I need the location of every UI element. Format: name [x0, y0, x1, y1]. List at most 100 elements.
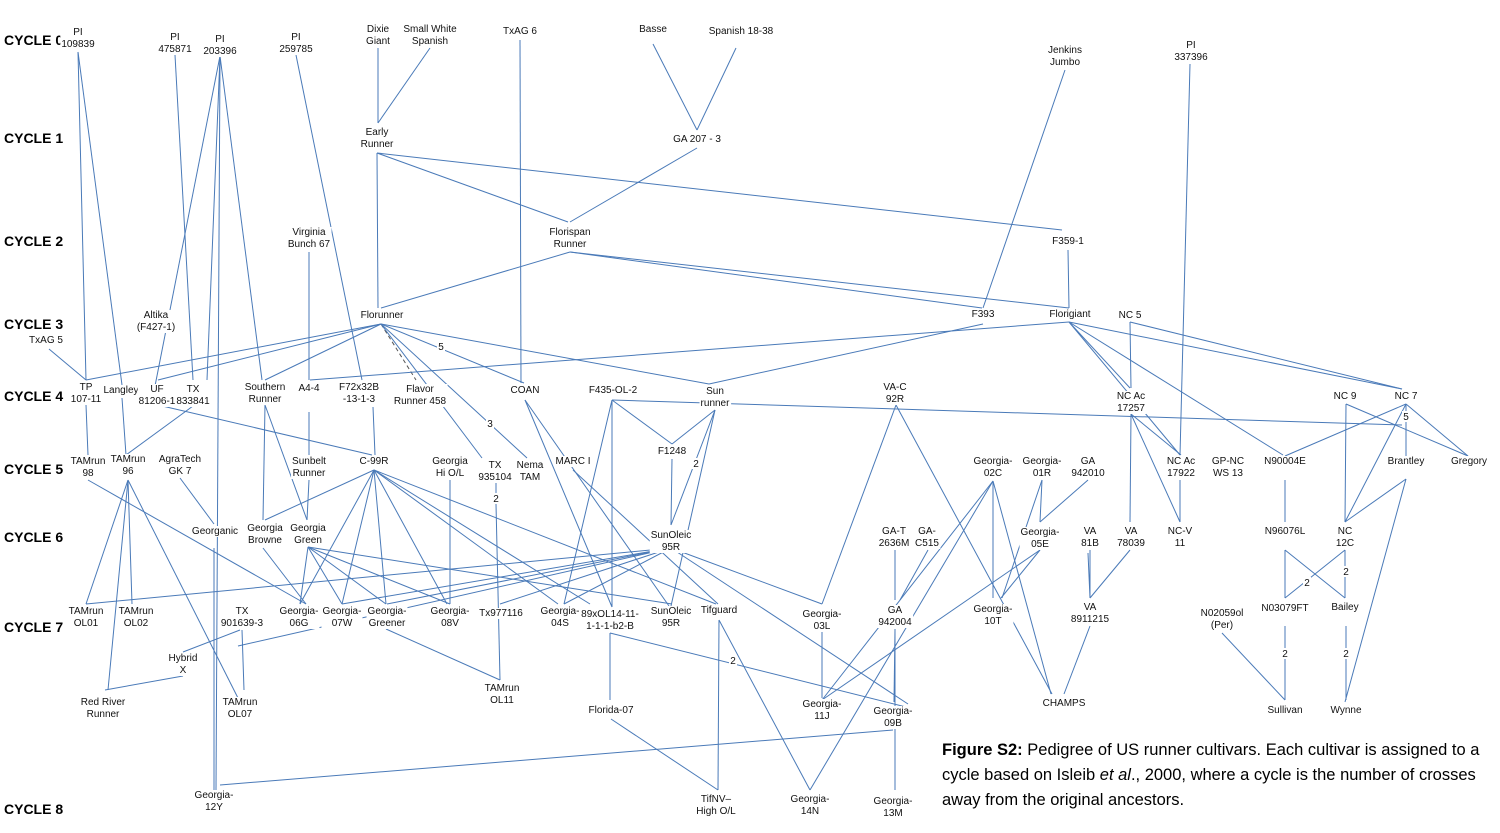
cultivar-node-bg — [359, 310, 406, 321]
cultivar-node-bg — [278, 606, 320, 629]
pedigree-edge — [1068, 321, 1284, 456]
cycle-label: CYCLE 7 — [4, 619, 63, 635]
cultivar-node: Gregory — [1451, 456, 1487, 467]
edge-count-label: 2 — [730, 656, 736, 667]
cultivar-node: Georgia-13M — [874, 796, 913, 819]
pedigree-edge — [609, 632, 907, 708]
pedigree-edge — [1344, 478, 1407, 523]
edge-count-label: 2 — [1304, 578, 1310, 589]
cultivar-node-bg — [877, 605, 914, 628]
pedigree-edge — [127, 479, 133, 605]
pedigree-edge — [299, 469, 375, 605]
pedigree-edge — [1130, 413, 1182, 456]
cultivar-node-bg — [167, 653, 199, 676]
pedigree-edge — [85, 479, 129, 605]
pedigree-edge — [1000, 549, 1041, 599]
pedigree-edge — [295, 54, 363, 381]
cultivar-node-bg — [649, 530, 693, 553]
pedigree-edge — [1221, 632, 1286, 701]
pedigree-edge — [182, 629, 241, 653]
pedigree-edge — [307, 546, 343, 605]
edge-label-bg — [486, 418, 494, 429]
pedigree-edge — [899, 549, 929, 601]
cultivar-node-bg — [801, 609, 843, 632]
cultivar-node: NC 9 — [1334, 391, 1357, 402]
pedigree-edge — [219, 729, 894, 786]
pedigree-edge — [154, 55, 221, 387]
pedigree-edge — [495, 503, 501, 681]
edge-count-label: 5 — [438, 342, 444, 353]
cultivar-node: Georgia-02C — [974, 456, 1013, 479]
cultivar-node-bg — [672, 134, 723, 145]
cultivar-node: Tx977116 — [479, 608, 523, 619]
pedigree-edge — [377, 47, 431, 124]
cultivar-node-bg — [789, 794, 831, 817]
cultivar-node-bg — [1263, 526, 1307, 537]
cultivar-node-bg — [69, 382, 103, 405]
pedigree-edge — [372, 406, 376, 456]
cultivar-node-bg — [972, 604, 1014, 627]
cultivar-node-bg — [337, 382, 381, 405]
pedigree-edge — [569, 147, 698, 223]
pedigree-edge — [524, 399, 613, 608]
pedigree-edge — [373, 469, 559, 605]
cultivar-node-bg — [109, 454, 147, 477]
cultivar-node-bg — [429, 606, 471, 629]
cultivar-node-bg — [1329, 705, 1363, 716]
cultivar-node: Florida-07 — [588, 705, 633, 716]
pedigree-edge — [307, 546, 673, 605]
cultivar-node-bg — [699, 605, 739, 616]
pedigree-edge — [1179, 63, 1191, 456]
pedigree-edge — [341, 469, 375, 605]
cultivar-node-bg — [872, 706, 914, 729]
edge-label-bg — [1402, 411, 1410, 422]
cultivar-node: Sullivan — [1267, 705, 1302, 716]
cultivar-node-bg — [1266, 705, 1304, 716]
pedigree-edge — [264, 469, 375, 521]
pedigree-edge — [376, 152, 379, 309]
pedigree-edge — [87, 479, 307, 605]
cultivar-node: CHAMPS — [1043, 698, 1086, 709]
cultivar-node: Georgia-05E — [1021, 527, 1060, 550]
pedigree-edge — [380, 251, 571, 309]
cycle-label: CYCLE 4 — [4, 388, 63, 404]
cultivar-node-bg — [1166, 526, 1194, 549]
pedigree-edge — [262, 404, 266, 521]
cultivar-node: Altika(F427-1) — [137, 310, 175, 333]
pedigree-edge — [85, 323, 382, 381]
cultivar-node: F393 — [972, 309, 995, 320]
pedigree-edge — [1344, 403, 1407, 523]
cultivar-node-bg — [548, 227, 592, 250]
cultivar-node-bg — [539, 606, 581, 629]
pedigree-edge — [708, 323, 984, 385]
cultivar-node-bg — [649, 606, 693, 629]
pedigree-edge — [264, 323, 382, 381]
cultivar-node-bg — [478, 608, 525, 619]
pedigree-edge — [1345, 403, 1469, 457]
cultivar-node: Bailey — [1331, 602, 1358, 613]
pedigree-edge — [821, 404, 897, 605]
pedigree-edge — [48, 348, 87, 381]
pedigree-edge — [1130, 413, 1181, 523]
cultivar-node-bg — [580, 609, 640, 632]
edge-count-label: 2 — [693, 459, 699, 470]
edge-count-label: 2 — [1343, 649, 1349, 660]
pedigree-edge — [309, 321, 1070, 381]
